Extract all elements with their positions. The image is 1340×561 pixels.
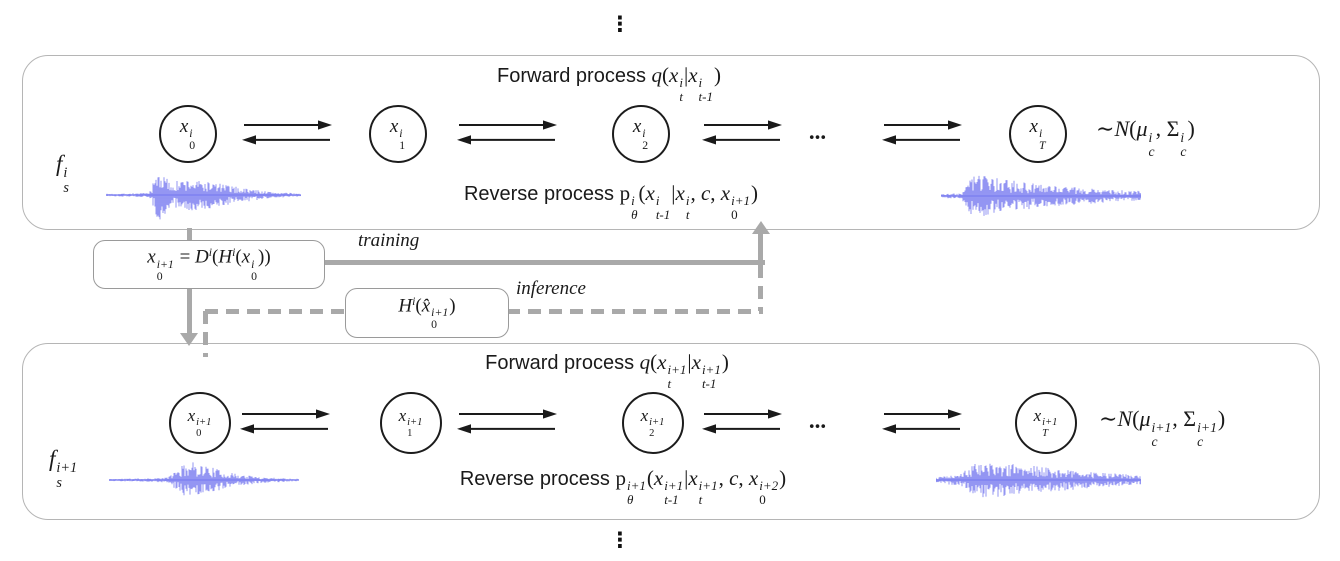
transition-arrows: [457, 409, 557, 434]
bottom-vertical-ellipsis: ⋮: [609, 528, 631, 552]
conditioning-arrowhead-icon: [752, 221, 770, 234]
downsample-arrowhead-icon: [180, 333, 198, 346]
speech-waveform-clean-i: [106, 177, 301, 220]
inference-connector-drop: [203, 311, 208, 357]
transition-arrows: [240, 409, 330, 434]
transition-arrows: [242, 120, 332, 145]
noise-waveform-i: [941, 175, 1141, 216]
transition-arrows: [702, 409, 782, 434]
transition-arrows: [882, 120, 962, 145]
top-vertical-ellipsis: ⋮: [609, 12, 631, 36]
transition-arrows: [457, 120, 557, 145]
inference-connector-left: [205, 309, 345, 314]
training-connector-line: [321, 260, 765, 265]
inference-path-label: inference: [516, 278, 586, 299]
training-path-label: training: [358, 230, 420, 251]
forward-process-text: Forward process: [485, 352, 640, 374]
speech-waveform-clean-i1: [109, 462, 299, 496]
transition-arrows: [702, 120, 782, 145]
chain-ellipsis: ...: [808, 119, 827, 144]
noise-waveform-i1: [936, 463, 1141, 498]
forward-process-text: Forward process: [497, 65, 652, 87]
inference-connector-riser: [758, 265, 763, 311]
reverse-process-text: Reverse process: [463, 183, 620, 205]
reverse-process-text: Reverse process: [459, 468, 616, 490]
training-connector-riser: [758, 234, 763, 265]
chain-ellipsis: ...: [808, 408, 827, 433]
inference-connector-right: [507, 309, 763, 314]
transition-arrows: [882, 409, 962, 434]
